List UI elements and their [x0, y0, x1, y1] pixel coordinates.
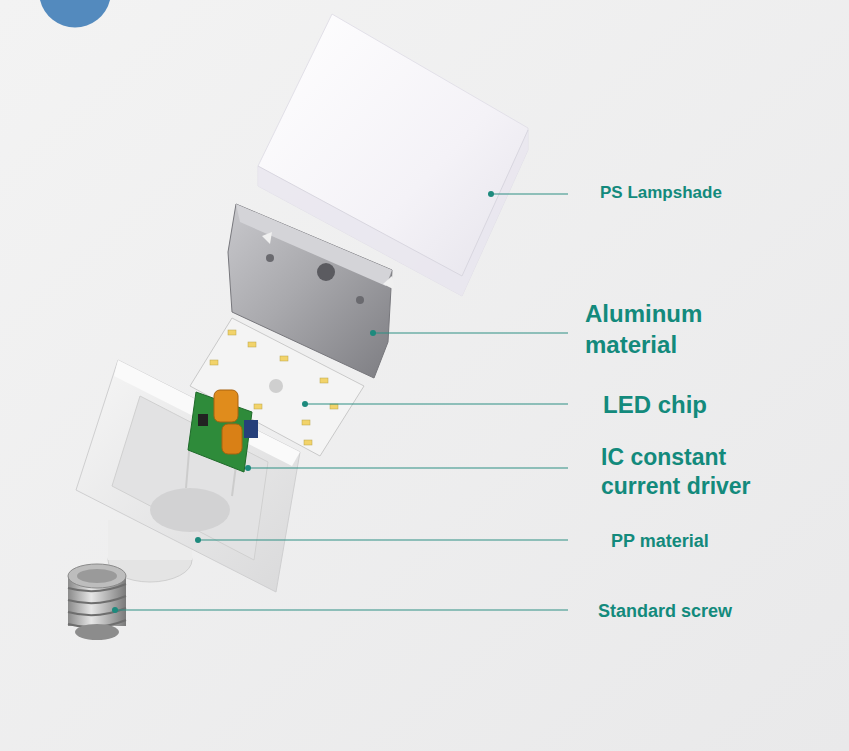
part-label: LED chip: [603, 391, 823, 419]
leader-lines: [112, 191, 568, 613]
logo-fragment: [40, 0, 110, 28]
part-label: Standard screw: [598, 600, 828, 622]
part-label: IC constant current driver: [601, 443, 806, 501]
screw-base: [68, 564, 126, 640]
part-label: PP material: [611, 530, 831, 552]
part-label: Aluminum material: [585, 298, 735, 360]
driver-board: [186, 390, 258, 496]
part-label: PS Lampshade: [600, 182, 820, 203]
